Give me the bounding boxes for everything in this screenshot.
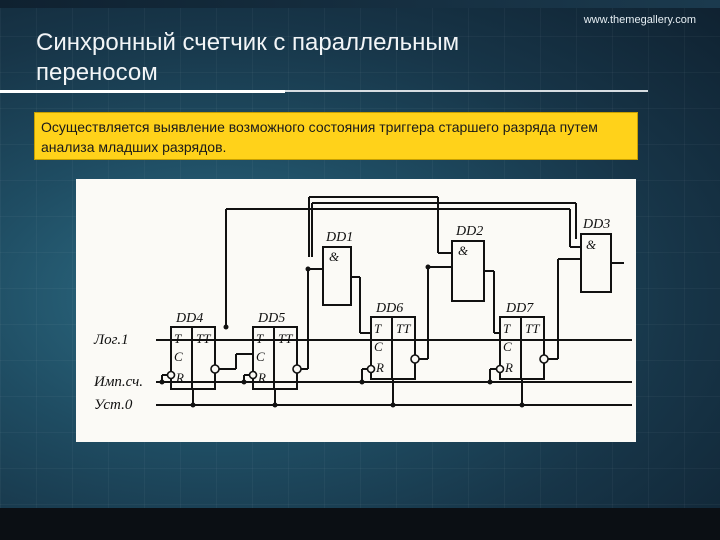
gate-dd1-name: DD1 bbox=[325, 230, 353, 245]
title-rule-accent bbox=[0, 90, 285, 93]
input-label-log1: Лог.1 bbox=[93, 332, 129, 348]
trigger-dd4-pin-r: R bbox=[175, 370, 184, 385]
title-rule bbox=[0, 90, 648, 92]
circuit-diagram: Лог.1 Имп.сч. Уст.0 DD1 & DD2 & DD3 & DD… bbox=[76, 179, 636, 442]
circuit-svg: Лог.1 Имп.сч. Уст.0 DD1 & DD2 & DD3 & DD… bbox=[93, 196, 632, 413]
trigger-dd4-name: DD4 bbox=[175, 311, 203, 326]
gate-dd3-name: DD3 bbox=[582, 217, 610, 232]
input-label-clock: Имп.сч. bbox=[93, 374, 143, 390]
title-line-1: Синхронный счетчик с параллельным bbox=[36, 29, 460, 56]
trigger-dd6-pin-c: C bbox=[374, 339, 383, 354]
trigger-dd7-pin-r: R bbox=[504, 360, 513, 375]
trigger-dd4-type: TT bbox=[196, 331, 211, 346]
gate-dd3-symbol: & bbox=[586, 237, 597, 252]
trigger-dd5-type: TT bbox=[278, 331, 293, 346]
gate-dd1-symbol: & bbox=[329, 249, 340, 264]
trigger-dd5-pin-r: R bbox=[257, 370, 266, 385]
trigger-dd4-pin-c: C bbox=[174, 349, 183, 364]
trigger-dd5-pin-t: T bbox=[256, 331, 264, 346]
trigger-dd7-type: TT bbox=[525, 321, 540, 336]
trigger-dd7-name: DD7 bbox=[505, 301, 534, 316]
callout-box: Осуществляется выявление возможного сост… bbox=[34, 112, 638, 160]
trigger-dd6-pin-t: T bbox=[374, 321, 382, 336]
trigger-dd7-pin-t: T bbox=[503, 321, 511, 336]
top-bar bbox=[0, 0, 720, 8]
trigger-dd6-type: TT bbox=[396, 321, 411, 336]
trigger-dd6-name: DD6 bbox=[375, 301, 403, 316]
input-label-reset: Уст.0 bbox=[94, 397, 133, 413]
trigger-dd5-pin-c: C bbox=[256, 349, 265, 364]
trigger-dd4-pin-t: T bbox=[174, 331, 182, 346]
gate-dd2-name: DD2 bbox=[455, 224, 483, 239]
trigger-dd7-pin-c: C bbox=[503, 339, 512, 354]
slide-title: Синхронный счетчик с параллельным перено… bbox=[36, 28, 596, 88]
gate-dd2-symbol: & bbox=[458, 243, 469, 258]
bottom-bar bbox=[0, 508, 720, 540]
trigger-dd6-pin-r: R bbox=[375, 360, 384, 375]
title-line-2: переносом bbox=[36, 59, 158, 86]
trigger-dd5-name: DD5 bbox=[257, 311, 285, 326]
site-url: www.themegallery.com bbox=[583, 14, 696, 26]
